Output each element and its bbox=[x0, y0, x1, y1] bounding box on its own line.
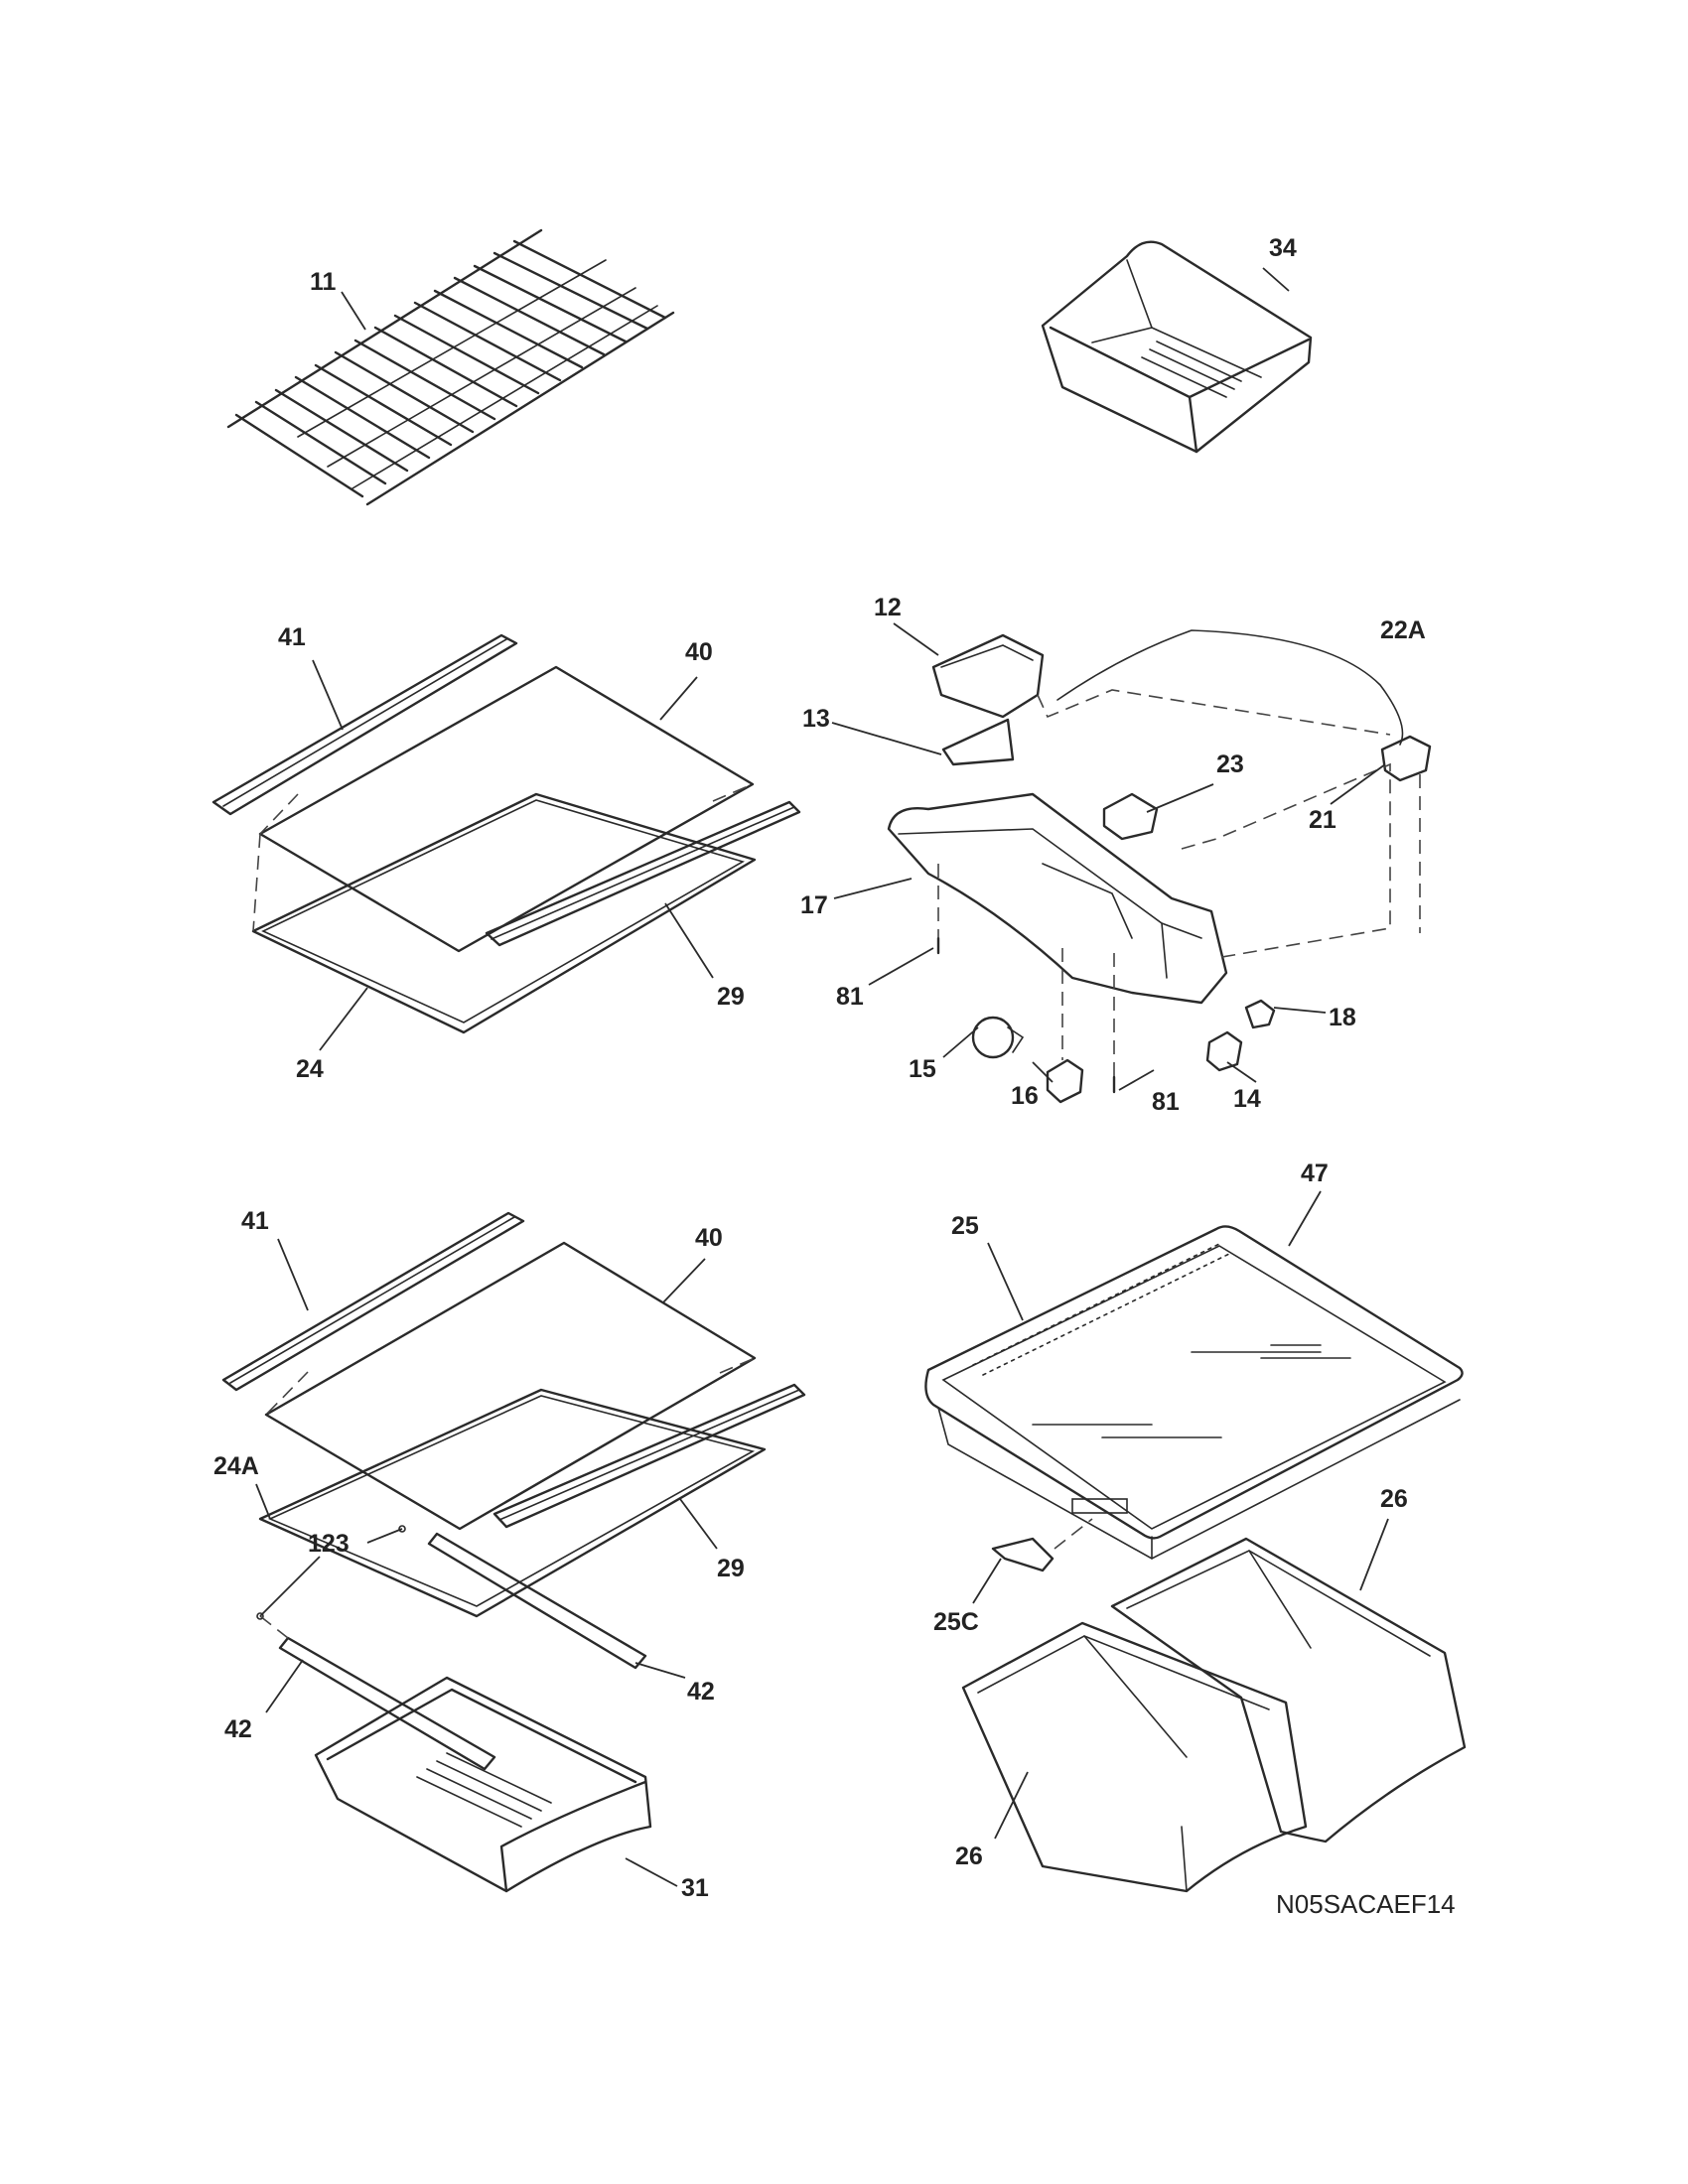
callout-29-lower: 29 bbox=[717, 1555, 745, 1582]
callout-14: 14 bbox=[1233, 1085, 1261, 1113]
callout-17: 17 bbox=[800, 891, 828, 919]
wire-shelf-part bbox=[226, 228, 675, 506]
callout-81-right: 81 bbox=[1152, 1088, 1180, 1116]
callout-34: 34 bbox=[1269, 234, 1297, 262]
callout-13: 13 bbox=[802, 705, 830, 733]
callout-40-upper: 40 bbox=[685, 638, 713, 666]
callout-47: 47 bbox=[1301, 1160, 1329, 1187]
callout-23: 23 bbox=[1216, 751, 1244, 778]
callout-31: 31 bbox=[681, 1874, 709, 1902]
callout-21: 21 bbox=[1309, 806, 1336, 834]
callout-42-right: 42 bbox=[687, 1678, 715, 1706]
callout-15: 15 bbox=[909, 1055, 936, 1083]
callout-24a: 24A bbox=[213, 1452, 259, 1480]
callout-16: 16 bbox=[1011, 1082, 1039, 1110]
callout-42-left: 42 bbox=[224, 1715, 252, 1743]
control-housing-part bbox=[887, 629, 1432, 1104]
callout-25: 25 bbox=[951, 1212, 979, 1240]
callout-18: 18 bbox=[1329, 1004, 1356, 1031]
glass-shelf-upper-part bbox=[211, 633, 801, 1034]
callout-25c: 25C bbox=[933, 1608, 979, 1636]
callout-41-upper: 41 bbox=[278, 623, 306, 651]
glass-shelf-lower-part bbox=[221, 1211, 806, 1893]
callout-22a: 22A bbox=[1380, 616, 1426, 644]
callout-29-upper: 29 bbox=[717, 983, 745, 1011]
callout-26-right: 26 bbox=[1380, 1485, 1408, 1513]
crisper-cover-part bbox=[924, 1225, 1467, 1893]
callout-24: 24 bbox=[296, 1055, 324, 1083]
callout-12: 12 bbox=[874, 594, 902, 621]
callout-81-left: 81 bbox=[836, 983, 864, 1011]
figure-code: N05SACAEF14 bbox=[1276, 1889, 1456, 1919]
callout-11: 11 bbox=[310, 268, 337, 296]
callout-41-lower: 41 bbox=[241, 1207, 269, 1235]
callout-123: 123 bbox=[308, 1530, 350, 1558]
callout-40-lower: 40 bbox=[695, 1224, 723, 1252]
ice-bin-part bbox=[1041, 240, 1313, 454]
callout-26-left: 26 bbox=[955, 1843, 983, 1870]
